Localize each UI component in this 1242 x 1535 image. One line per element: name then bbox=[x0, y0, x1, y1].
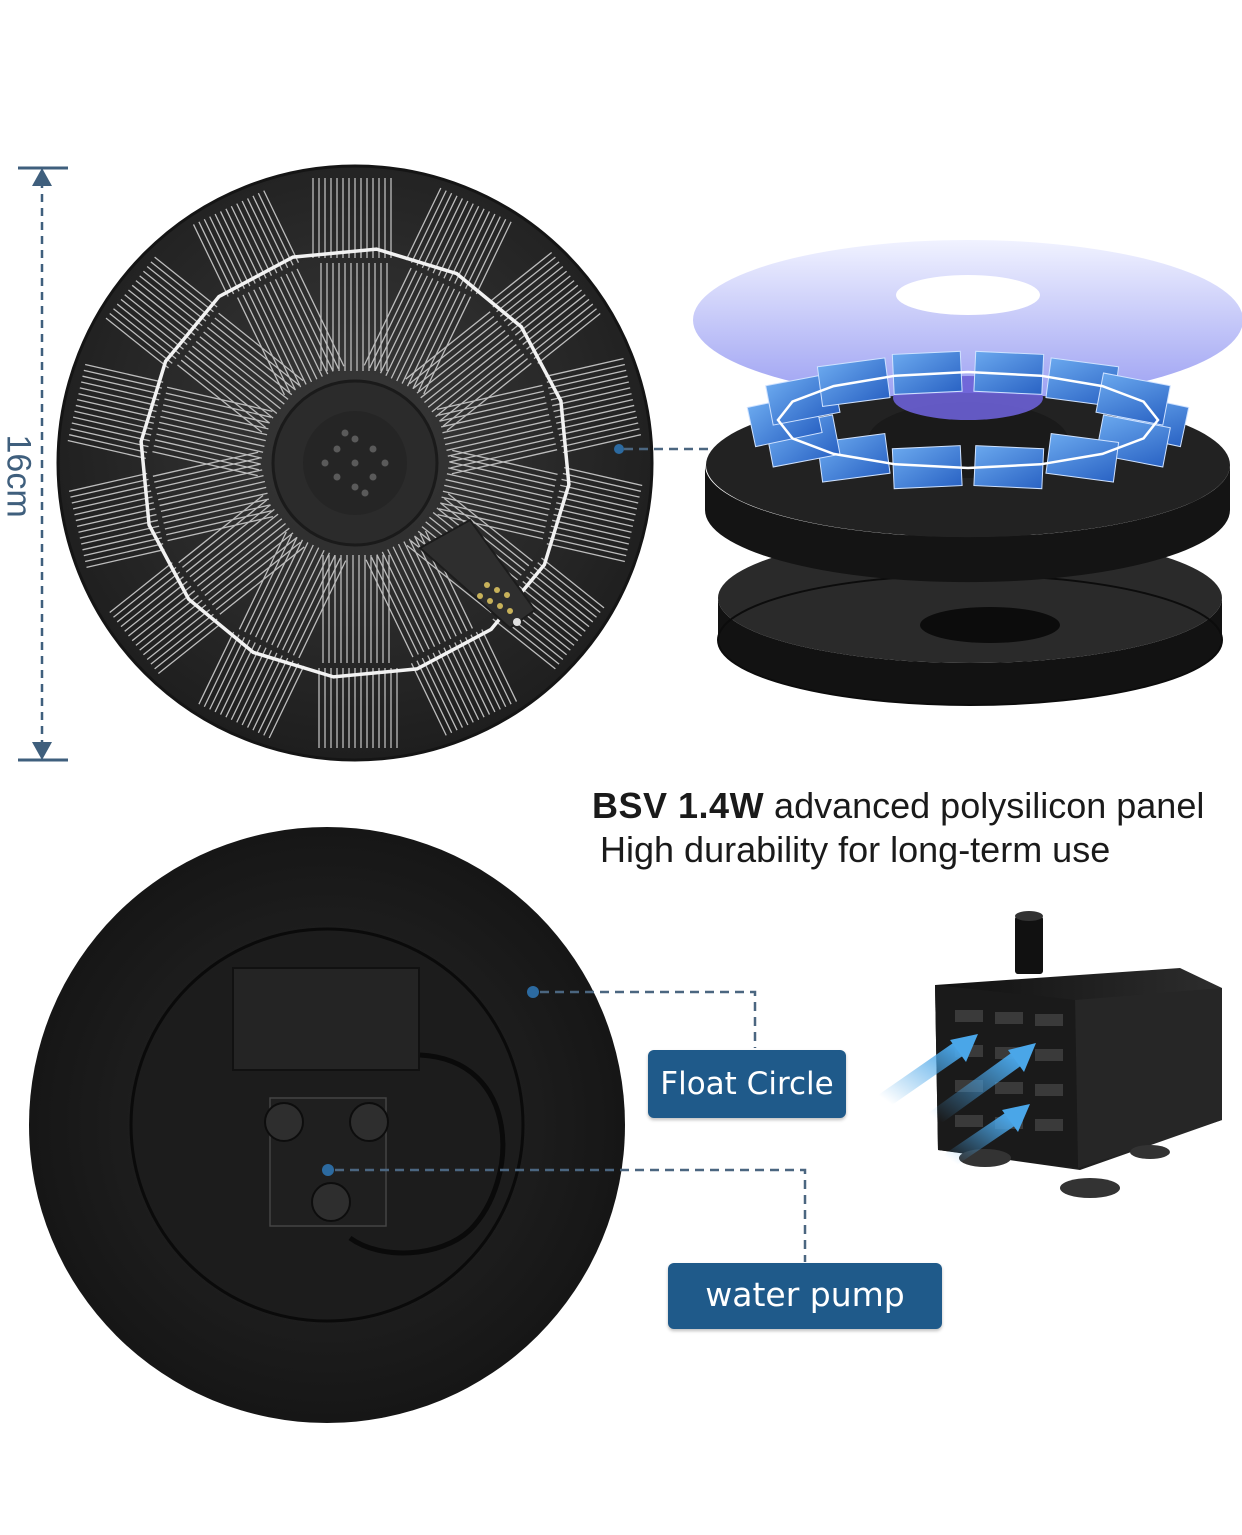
solar-panel-exploded-view bbox=[693, 240, 1242, 706]
connector-pins bbox=[477, 582, 521, 626]
dimension-label: 16cm bbox=[0, 434, 38, 518]
busbar-ring bbox=[139, 247, 571, 679]
spec-text: BSV 1.4W advanced polysilicon panel High… bbox=[592, 784, 1204, 872]
solar-cells-3d bbox=[746, 350, 1190, 490]
water-pump-illustration bbox=[877, 911, 1222, 1198]
spec-line-1: BSV 1.4W advanced polysilicon panel bbox=[592, 784, 1204, 828]
float-underside-view bbox=[29, 827, 807, 1423]
float-circle-callout: Float Circle bbox=[648, 1050, 846, 1118]
solar-cell-segments bbox=[67, 178, 643, 748]
spec-panel: advanced polysilicon panel bbox=[764, 785, 1205, 826]
water-flow-arrows bbox=[877, 1034, 1036, 1168]
spec-line-2: High durability for long-term use bbox=[600, 829, 1111, 870]
solar-panel-top-view bbox=[56, 164, 820, 762]
nozzle-holes bbox=[321, 429, 389, 497]
dimension-indicator bbox=[18, 166, 68, 762]
spec-model: BSV 1.4W bbox=[592, 785, 765, 826]
water-pump-callout: water pump bbox=[668, 1263, 942, 1329]
